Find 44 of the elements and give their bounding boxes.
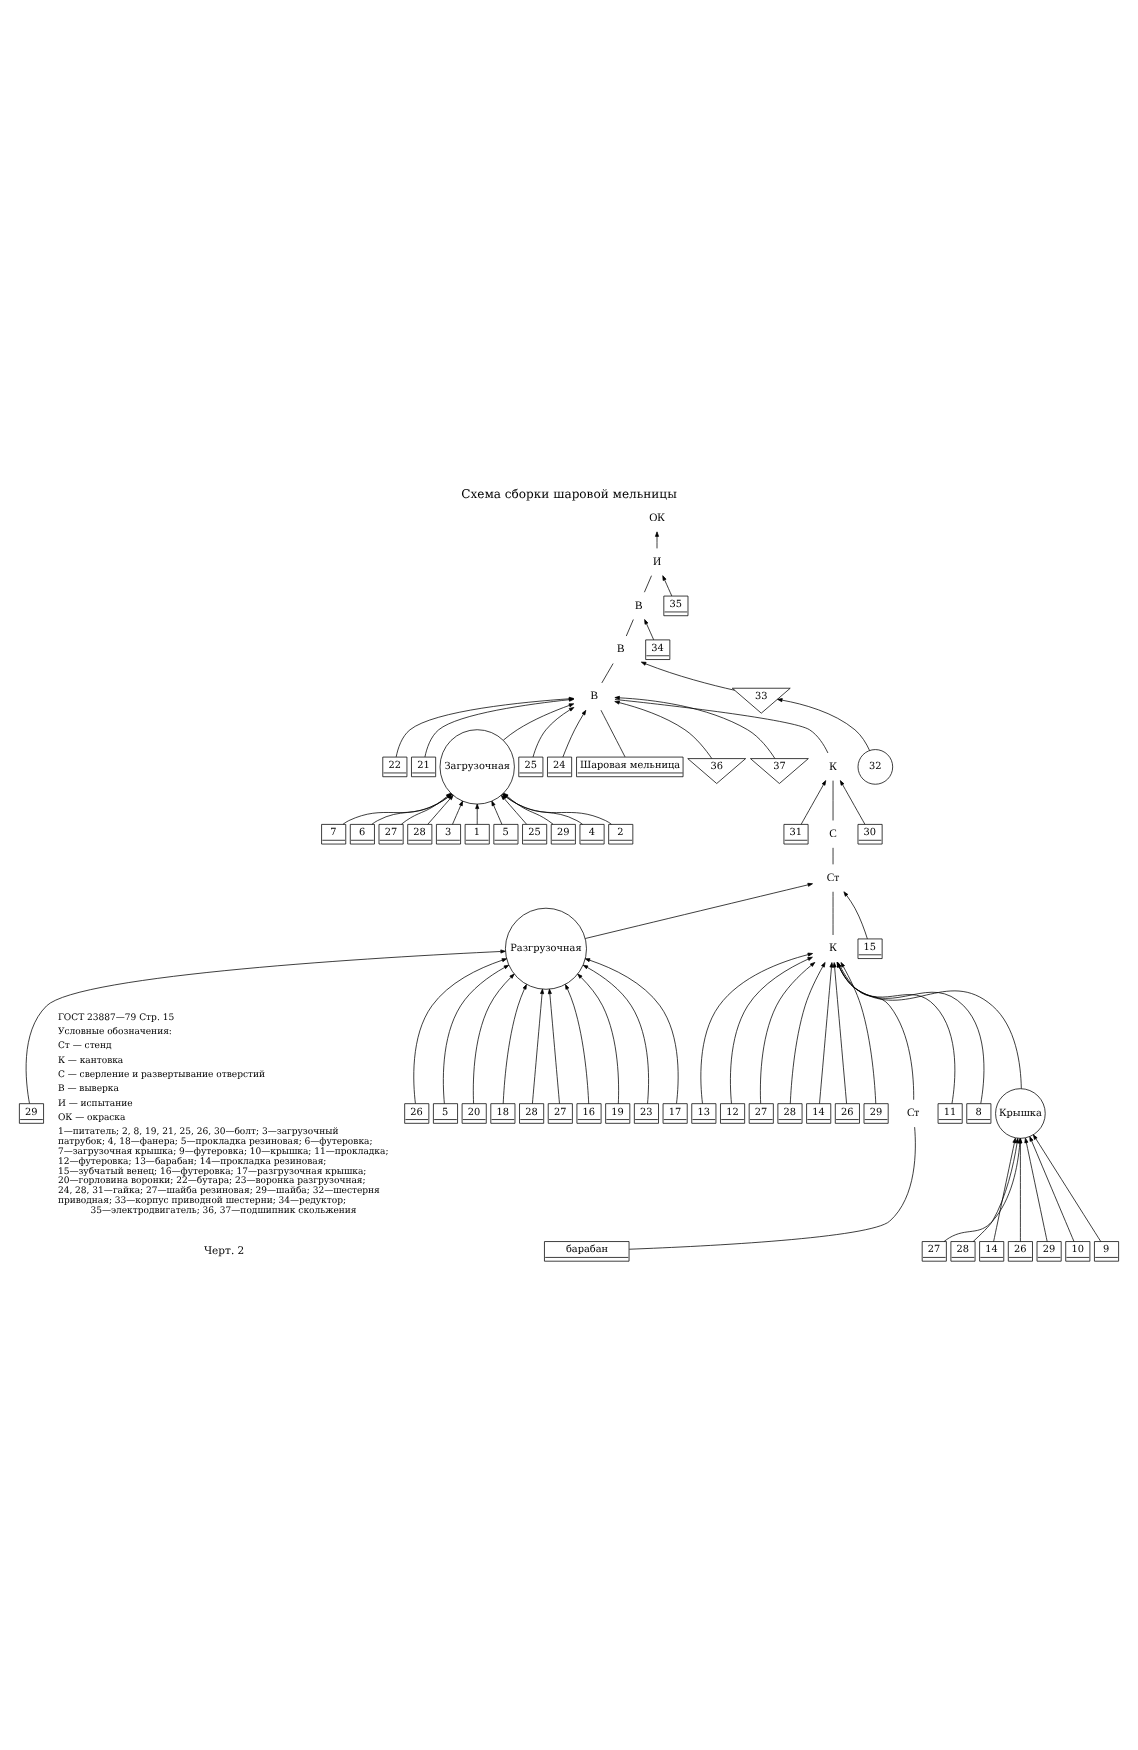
arrow (25, 949, 506, 1104)
arrow (819, 962, 834, 1104)
arrow (582, 964, 649, 1104)
arrow (993, 1137, 1017, 1242)
connector (644, 575, 652, 593)
arrow (443, 964, 510, 1104)
arrow (584, 882, 813, 939)
arrow (800, 780, 827, 825)
arrow (760, 962, 816, 1104)
arrow (655, 531, 659, 549)
arrow (1024, 1137, 1048, 1242)
arrow (1033, 1134, 1102, 1242)
arrow (700, 952, 813, 1104)
connector (614, 699, 829, 754)
arrow (532, 988, 545, 1104)
connector (625, 619, 634, 637)
arrow (843, 891, 868, 940)
arrow (491, 800, 503, 825)
arrow (662, 575, 673, 597)
arrow (562, 709, 587, 758)
arrow (577, 973, 619, 1104)
connector (628, 1126, 916, 1250)
arrow (475, 803, 480, 825)
arrow (472, 973, 515, 1104)
arrow (452, 800, 463, 825)
arrow (614, 700, 713, 759)
arrow (565, 984, 590, 1105)
arrow (789, 962, 826, 1105)
arrow (532, 707, 575, 758)
arrow (640, 661, 736, 691)
arrow (1029, 1136, 1075, 1242)
arrow (730, 956, 813, 1104)
arrow (644, 619, 655, 641)
arrow (502, 703, 575, 741)
arrow (547, 988, 560, 1104)
arrow (584, 958, 679, 1104)
arrow (839, 780, 866, 825)
arrow (777, 698, 871, 751)
arrow (413, 958, 508, 1104)
arrow (840, 962, 877, 1105)
connector (601, 663, 614, 684)
arrow (502, 984, 527, 1105)
connector (600, 709, 626, 758)
arrow (614, 695, 776, 759)
